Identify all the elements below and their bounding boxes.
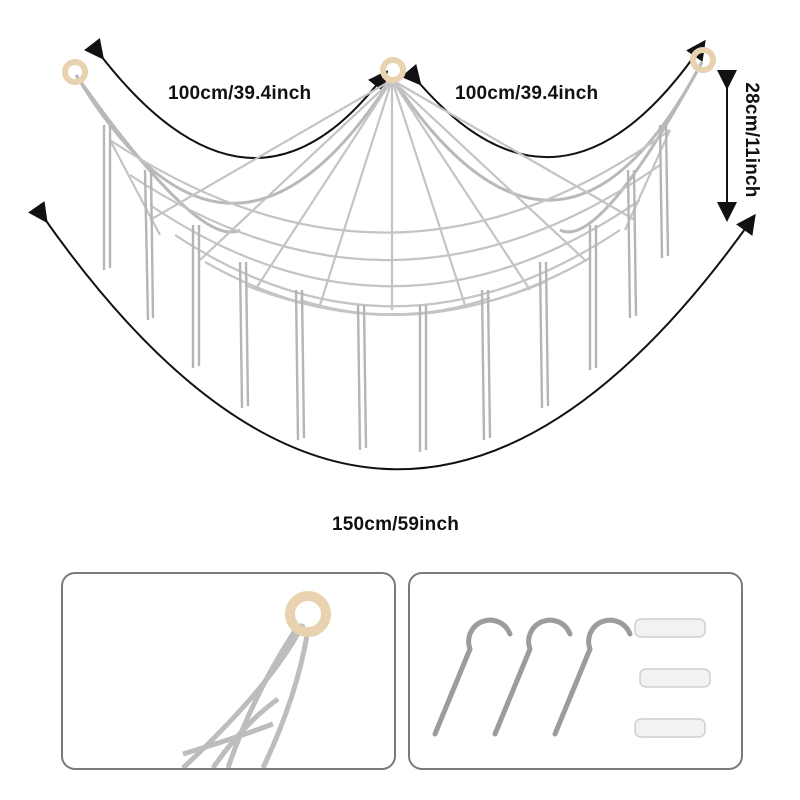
bottom-dimension-label: 150cm/59inch	[332, 514, 460, 535]
wooden-rings	[62, 47, 716, 85]
hammock-net-illustration	[28, 37, 756, 471]
net-mesh	[109, 79, 672, 317]
wall-anchor	[634, 618, 711, 738]
screw-hook	[492, 617, 573, 737]
top-right-dimension-label: 100cm/39.4inch	[455, 83, 599, 104]
screw-hook	[432, 617, 513, 737]
height-dimension-label: 28cm/11inch	[741, 82, 762, 198]
ring-closeup-illustration	[181, 591, 331, 768]
ring-closeup	[285, 591, 331, 637]
hardware-illustration	[432, 617, 711, 738]
top-left-dimension-label: 100cm/39.4inch	[168, 83, 312, 104]
hardware-panel	[408, 572, 743, 770]
ring-detail-panel	[61, 572, 396, 770]
screw-hook	[552, 617, 633, 737]
left-span-arrow	[83, 37, 389, 159]
bottom-span-arrow	[28, 201, 756, 471]
ring-left	[62, 59, 88, 85]
ring-right	[690, 47, 716, 73]
fringe-tassels	[102, 124, 670, 452]
right-span-arrow	[400, 39, 706, 159]
ring-center	[380, 57, 406, 83]
